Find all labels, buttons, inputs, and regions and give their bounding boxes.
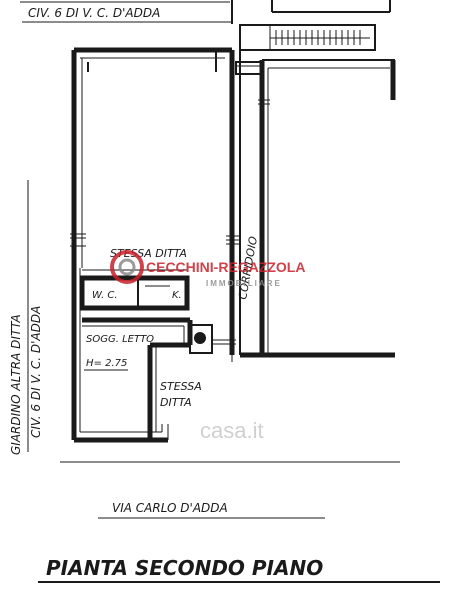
corridor-walls (226, 25, 396, 355)
label-height: H= 2.75 (86, 358, 127, 369)
label-ditta: DITTA (160, 396, 192, 409)
label-street: VIA CARLO D'ADDA (112, 501, 228, 515)
label-k: K. (172, 290, 182, 301)
brand-watermark: CECCHINI-REGAZZOLA IMMOBILIARE (110, 250, 305, 288)
lower-rooms (71, 268, 169, 443)
plan-title: PIANTA SECONDO PIANO (46, 556, 323, 580)
wc-block (79, 269, 190, 311)
left-window (70, 233, 86, 247)
label-wc: W. C. (92, 290, 118, 301)
brand-logo-icon (110, 250, 144, 284)
brand-name: CECCHINI-REGAZZOLA (146, 259, 305, 275)
header-address-text: CIV. 6 DI V. C. D'ADDA (28, 6, 160, 20)
label-civ-left: CIV. 6 DI V. C. D'ADDA (29, 306, 43, 438)
brand-sub: IMMOBILIARE (206, 279, 282, 288)
label-giardino: GIARDINO ALTRA DITTA (9, 314, 23, 455)
label-sogg-letto: SOGG. LETTO (86, 334, 154, 345)
casa-watermark: casa.it (200, 418, 264, 443)
right-room (231, 348, 395, 362)
staircase (239, 24, 376, 51)
label-stessa: STESSA (160, 380, 202, 393)
stove-symbol (189, 324, 236, 354)
outer-walls (71, 47, 235, 355)
